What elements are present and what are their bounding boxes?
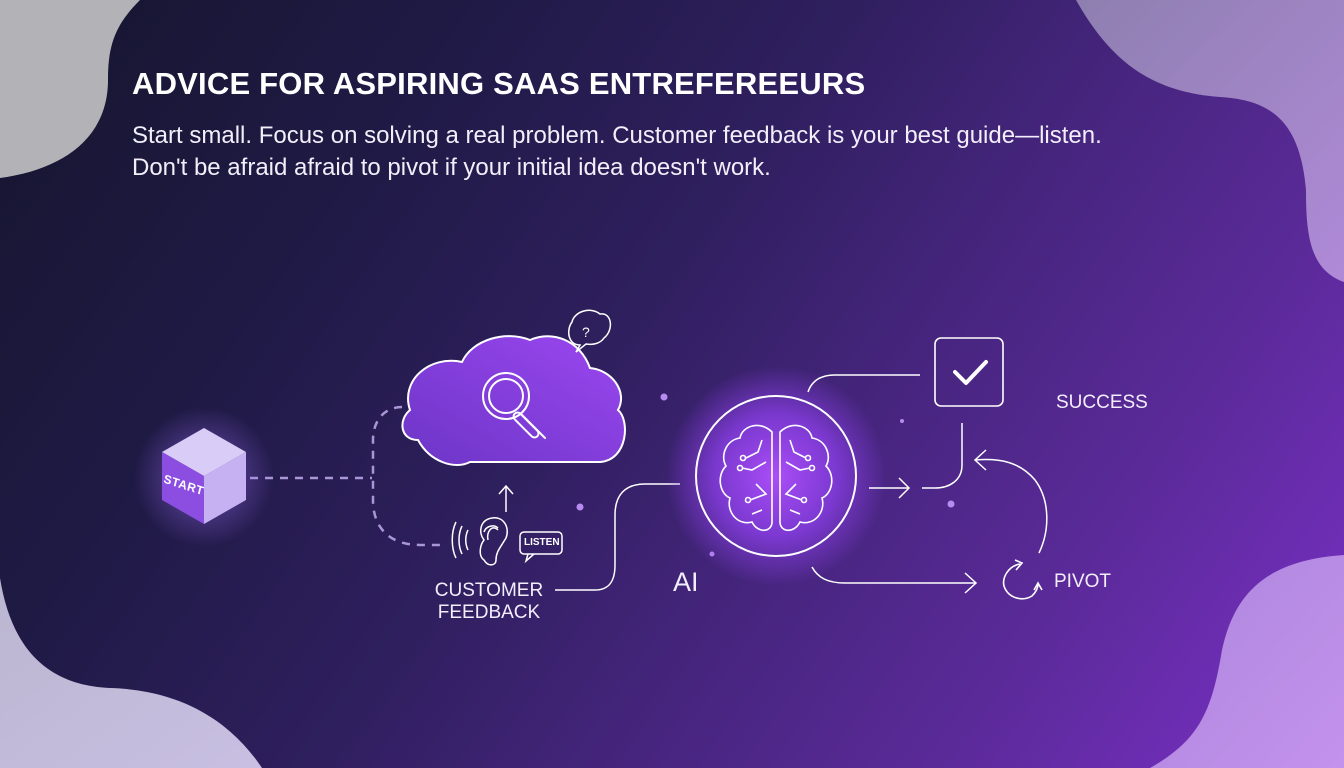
- page-title: ADVICE FOR ASPIRING SAAS ENTREFEREEURS: [132, 66, 866, 101]
- up-arrow-icon: [498, 484, 514, 512]
- question-bubble-icon: ?: [567, 309, 612, 353]
- ai-node: [666, 366, 886, 586]
- blob-top-right: [1076, 0, 1344, 282]
- ai-label: AI: [673, 567, 699, 597]
- ear-icon: [451, 517, 508, 566]
- ai-ring: [695, 395, 857, 557]
- refresh-icon: [1002, 559, 1043, 600]
- listen-bubble-icon: [519, 531, 563, 564]
- blob-top-left: [0, 0, 140, 178]
- checkbox-icon: [934, 337, 1004, 407]
- success-label: SUCCESS: [1056, 392, 1148, 413]
- cloud-icon: [401, 335, 626, 466]
- blob-bottom-right: [1150, 555, 1344, 768]
- listen-label: LISTEN: [524, 537, 560, 548]
- cube-front: [162, 452, 204, 524]
- magnifier-icon: [482, 372, 546, 439]
- customer-feedback-label-line1: CUSTOMER: [434, 580, 544, 601]
- page-subtitle: Start small. Focus on solving a real pro…: [132, 122, 1102, 181]
- pivot-label: PIVOT: [1054, 571, 1112, 592]
- connector-line: [807, 374, 1048, 594]
- brain-circuit-icon: [719, 424, 833, 532]
- connector-line: [555, 483, 680, 591]
- problem-node: ?: [401, 309, 626, 466]
- blob-bottom-left: [0, 578, 262, 768]
- svg-text:?: ?: [582, 324, 590, 340]
- cube-side: [204, 452, 246, 524]
- customer-feedback-label-line2: FEEDBACK: [437, 602, 541, 623]
- customer-feedback-label: CUSTOMER FEEDBACK: [430, 580, 548, 624]
- right-arrow-icon: [869, 477, 911, 499]
- start-node: [134, 407, 274, 547]
